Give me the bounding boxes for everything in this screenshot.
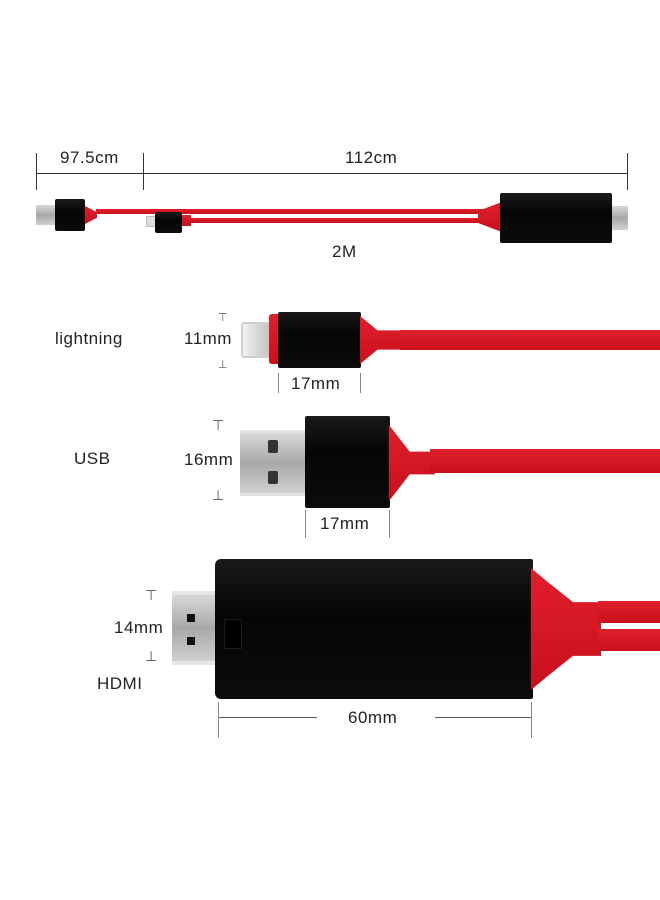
usb-width-tick-left [305,510,306,538]
lightning-housing [278,312,361,368]
hdmi-neck-small [478,202,502,232]
usb-housing [305,416,390,508]
lightning-neck [360,316,404,364]
usb-contact-top [268,440,278,453]
hdmi-cable-upper [598,601,660,623]
hdmi-button [224,619,242,649]
hdmi-name: HDMI [97,674,143,693]
dim-line [36,173,628,174]
total-length-label: 2M [332,242,357,261]
usb-height-tick-bottom: ⊥ [212,487,225,503]
lightning-name: lightning [55,329,123,348]
usb-height-tick-top: ⊤ [212,417,225,433]
usb-name: USB [74,449,111,468]
usb-width-label: 17mm [320,514,370,533]
dim-tick-mid [143,153,144,190]
lightning-neck-small [182,215,191,226]
hdmi-width-tick-right [531,702,532,738]
dim-tick-right [627,153,628,190]
hdmi-height-tick-top: ⊤ [145,587,158,603]
hdmi-width-line-left [219,717,317,718]
lightning-height-tick-bottom: ⊥ [218,359,228,371]
usb-neck [389,425,435,501]
lightning-height-tick-top: ⊤ [218,312,228,324]
lightning-height-label: 11mm [184,329,232,348]
usb-plug-small [36,205,56,225]
hdmi-width-line-right [435,717,531,718]
hdmi-cable-lower [598,629,660,651]
lightning-width-tick-right [360,373,361,393]
usb-width-tick-right [389,510,390,538]
hdmi-contact-top [187,614,195,622]
hdmi-plug [172,591,218,665]
dim-tick-left [36,153,37,190]
lightning-width-label: 17mm [291,374,341,393]
hdmi-contact-bottom [187,637,195,645]
hdmi-neck [531,568,601,690]
hdmi-width-label: 60mm [348,708,398,727]
hdmi-height-tick-bottom: ⊥ [145,648,158,664]
lightning-width-tick-left [278,373,279,393]
usb-height-label: 16mm [184,450,234,469]
lightning-collar [269,314,279,364]
hdmi-plug-small [612,206,628,230]
hdmi-housing-small [500,193,612,243]
usb-contact-bottom [268,471,278,484]
usb-housing-small [55,199,85,231]
usb-cable [430,449,660,473]
lightning-cable [400,330,660,350]
hdmi-housing [215,559,533,699]
cable-upper [96,209,486,214]
lightning-housing-small [155,212,182,233]
hdmi-height-label: 14mm [114,618,164,637]
hdmi-width-tick-left [218,702,219,738]
dim-right-label: 112cm [345,148,398,167]
dim-left-label: 97.5cm [60,148,119,167]
cable-lower [190,218,486,223]
